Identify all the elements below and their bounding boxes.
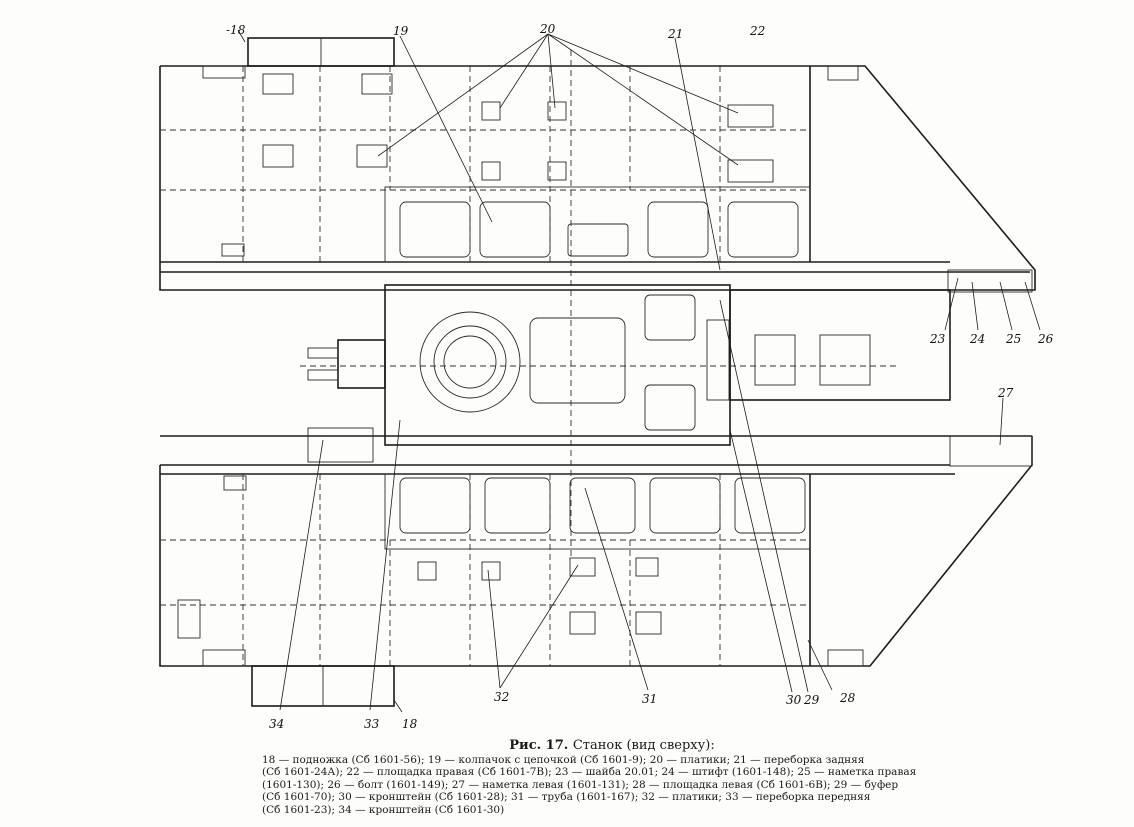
central-frame (307, 284, 731, 446)
callout-18-bottom: 18 (402, 717, 418, 731)
footstep-top (247, 37, 395, 67)
figure-title-text: Станок (вид сверху): (572, 738, 715, 753)
callout-34: 34 (269, 717, 284, 731)
callout-23: 23 (929, 332, 946, 346)
callout-18-top: -18 (226, 23, 246, 37)
figure-number: Рис. 17. (509, 738, 569, 753)
callout-19: 19 (393, 24, 409, 38)
callout-27: 27 (997, 386, 1014, 400)
figure-caption: Рис. 17. Станок (вид сверху): 18 — подно… (262, 738, 962, 816)
legend-line: 18 — подножка (Сб 1601-56); 19 — колпачо… (262, 754, 865, 766)
callout-21: 21 (667, 27, 683, 41)
callout-20: 20 (539, 22, 556, 36)
callout-32: 32 (494, 690, 509, 704)
figure-title: Рис. 17. Станок (вид сверху): (262, 738, 962, 753)
callout-26: 26 (1037, 332, 1054, 346)
callout-29: 29 (803, 693, 820, 707)
legend-line: (1601-130); 26 — болт (1601-149); 27 — н… (262, 778, 899, 791)
callout-22: 22 (749, 24, 765, 38)
callout-30: 30 (786, 693, 802, 707)
legend-line: (Сб 1601-24А); 22 — площадка правая (Сб … (262, 766, 917, 779)
legend-line: (Сб 1601-23); 34 — кронштейн (Сб 1601-30… (262, 803, 505, 816)
machine-top-view-drawing: -18 19 20 21 22 23 24 25 26 27 28 29 30 … (159, 22, 1054, 731)
leader-lines (237, 29, 1041, 713)
callout-28: 28 (839, 691, 856, 705)
figure-legend: 18 — подножка (Сб 1601-56); 19 — колпачо… (262, 754, 962, 816)
legend-line: (Сб 1601-70); 30 — кронштейн (Сб 1601-28… (262, 791, 871, 804)
callout-24: 24 (969, 332, 985, 346)
right-platform (159, 65, 1036, 291)
callout-25: 25 (1005, 332, 1021, 346)
left-platform (159, 427, 1033, 667)
callout-33: 33 (364, 717, 380, 731)
callout-31: 31 (642, 692, 657, 706)
callout-numbers: -18 19 20 21 22 23 24 25 26 27 28 29 30 … (226, 22, 1054, 731)
